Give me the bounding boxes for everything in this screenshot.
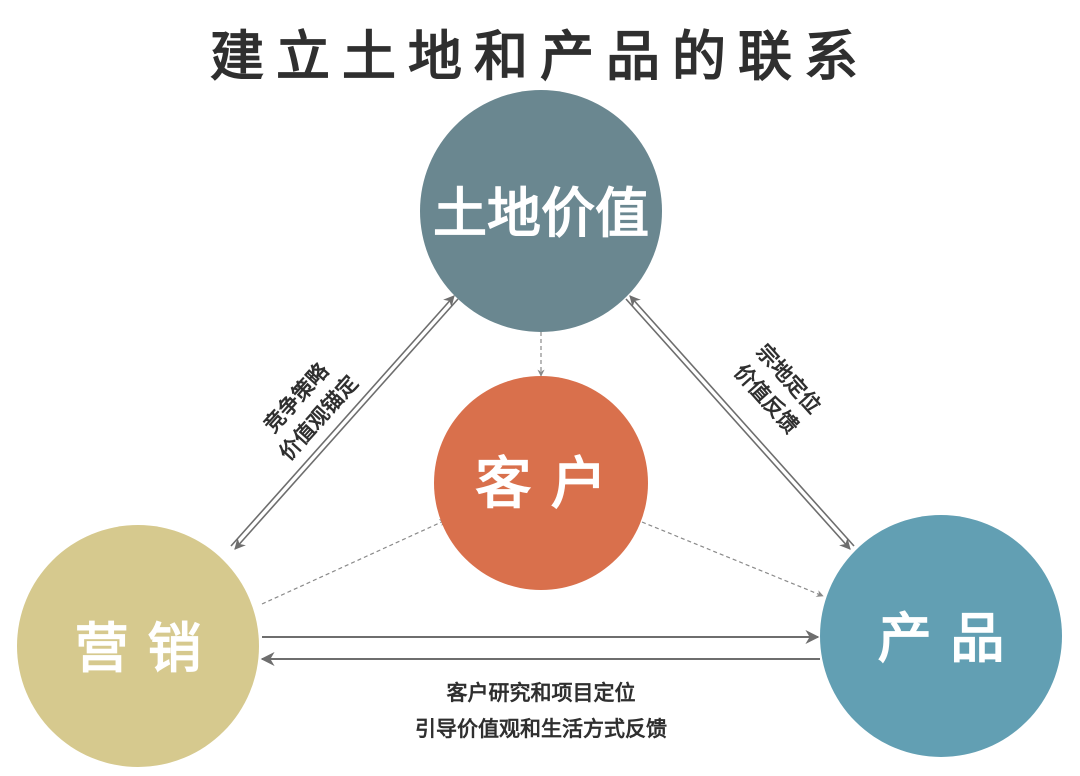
edge-label-bottom-line2: 引导价值观和生活方式反馈 [415, 717, 667, 741]
node-land-value: 土地价值 [420, 90, 662, 332]
dashed-arrow-customer-to-product [641, 521, 824, 597]
arrow-marketing-to-land [230, 295, 455, 547]
node-customer: 客 户 [434, 376, 648, 590]
node-product-label: 产 品 [878, 607, 1005, 670]
page-title: 建立土地和产品的联系 [210, 25, 870, 88]
node-land-value-circle [420, 90, 662, 332]
node-customer-label: 客 户 [475, 452, 607, 517]
node-product: 产 品 [820, 515, 1062, 757]
edge-label-bottom-line1: 客户研究和项目定位 [447, 681, 636, 705]
node-customer-circle [434, 376, 648, 590]
arrow-product-to-land [629, 295, 855, 547]
node-marketing-circle [17, 525, 259, 767]
node-product-circle [820, 515, 1062, 757]
node-marketing: 营 销 [17, 525, 259, 767]
arrow-land-to-marketing [234, 298, 459, 550]
edge-label-left: 竞争策略 价值观锚定 [259, 358, 362, 465]
node-land-value-label: 土地价值 [433, 182, 649, 245]
dashed-arrow-marketing-to-customer [261, 519, 447, 605]
arrow-land-to-product [625, 298, 851, 550]
node-marketing-label: 营 销 [75, 617, 202, 680]
